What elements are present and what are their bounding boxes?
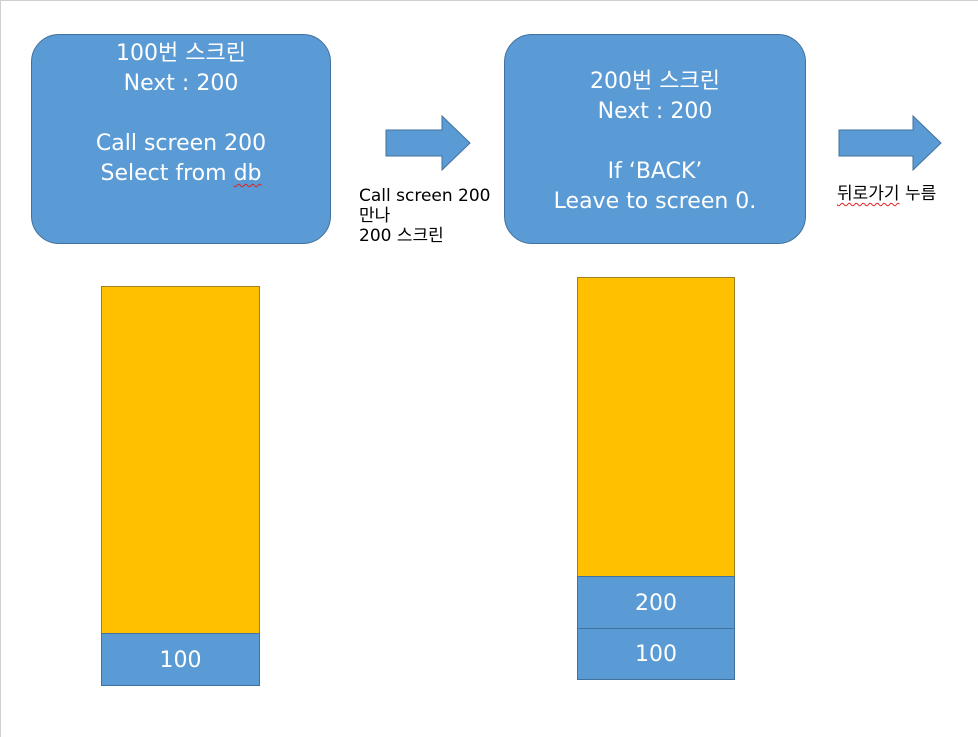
- screen-200-title: 200번 스크린: [590, 69, 720, 94]
- screen-200-if-back: If ‘BACK’: [607, 159, 703, 184]
- right-arrow-icon: [838, 115, 942, 171]
- arrow-1-caption-line2: 만나: [359, 206, 391, 226]
- stack-right-cell-100-label: 100: [635, 642, 677, 667]
- stack-right-cell-200: 200: [577, 576, 735, 629]
- arrow-1-caption-line1: Call screen 200: [359, 186, 491, 206]
- arrow-2-caption-rest: 누름: [899, 184, 937, 204]
- stack-right-empty-area: [577, 277, 735, 577]
- arrow-1-caption-line3: 200 스크린: [359, 226, 444, 246]
- right-arrow-icon: [385, 115, 471, 171]
- arrow-2-caption: 뒤로가기 누름: [837, 184, 936, 204]
- screen-100-box: 100번 스크린 Next : 200 Call screen 200 Sele…: [31, 34, 331, 244]
- stack-left-cell-100-label: 100: [159, 648, 202, 673]
- stack-left: 100: [101, 286, 260, 686]
- spellcheck-flagged-word: db: [233, 161, 262, 186]
- screen-100-title: 100번 스크린: [116, 41, 246, 66]
- screen-100-select-prefix: Select from: [100, 161, 234, 186]
- stack-right: 200 100: [577, 277, 735, 680]
- screen-200-box: 200번 스크린 Next : 200 If ‘BACK’ Leave to s…: [504, 34, 806, 244]
- screen-100-select: Select from db: [32, 159, 330, 189]
- stack-left-empty-area: [101, 286, 260, 634]
- stack-right-cell-200-label: 200: [635, 591, 677, 616]
- stack-right-cell-100: 100: [577, 628, 735, 680]
- stack-left-cell-100: 100: [101, 633, 260, 686]
- screen-100-next: Next : 200: [123, 71, 239, 96]
- screen-200-leave: Leave to screen 0.: [553, 189, 757, 214]
- spellcheck-flagged-word: 뒤로가기: [837, 184, 900, 204]
- screen-100-call: Call screen 200: [95, 131, 267, 156]
- screen-200-next: Next : 200: [597, 99, 713, 124]
